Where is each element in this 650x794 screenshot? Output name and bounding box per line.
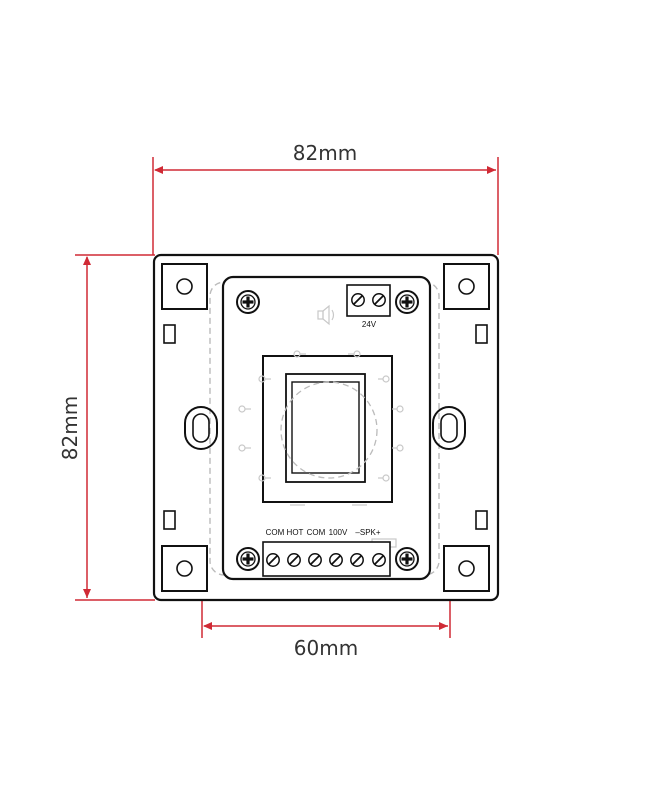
terminal-label-hot: HOT bbox=[287, 528, 304, 537]
slot-left-top bbox=[163, 324, 176, 344]
transformer bbox=[262, 355, 393, 503]
screw-icon bbox=[395, 290, 419, 314]
oval-hole-right bbox=[432, 406, 466, 450]
terminal-block-main bbox=[262, 541, 391, 577]
terminal-block-24v bbox=[346, 284, 391, 317]
corner-hole-top-left bbox=[161, 263, 208, 310]
slot-right-top bbox=[475, 324, 488, 344]
terminal-label-com-2: COM bbox=[307, 528, 326, 537]
terminal-label-spk: –SPK+ bbox=[355, 528, 380, 537]
width-label: 82mm bbox=[293, 141, 357, 165]
corner-hole-bottom-left bbox=[161, 545, 208, 592]
slot-left-bottom bbox=[163, 510, 176, 530]
oval-hole-left bbox=[184, 406, 218, 450]
terminal-label-100v: 100V bbox=[329, 528, 348, 537]
speaker-icon bbox=[317, 304, 335, 326]
terminal-label-com-1: COM bbox=[266, 528, 285, 537]
height-label: 82mm bbox=[58, 396, 82, 460]
screw-icon bbox=[395, 547, 419, 571]
screw-icon bbox=[236, 290, 260, 314]
screw-icon bbox=[236, 547, 260, 571]
terminal-label-24v: 24V bbox=[362, 320, 377, 329]
corner-hole-top-right bbox=[443, 263, 490, 310]
corner-hole-bottom-right bbox=[443, 545, 490, 592]
dimension-height: 82mm bbox=[58, 254, 155, 601]
slot-right-bottom bbox=[475, 510, 488, 530]
dimension-width: 82mm bbox=[152, 141, 499, 255]
hole-spacing-label: 60mm bbox=[294, 636, 358, 660]
